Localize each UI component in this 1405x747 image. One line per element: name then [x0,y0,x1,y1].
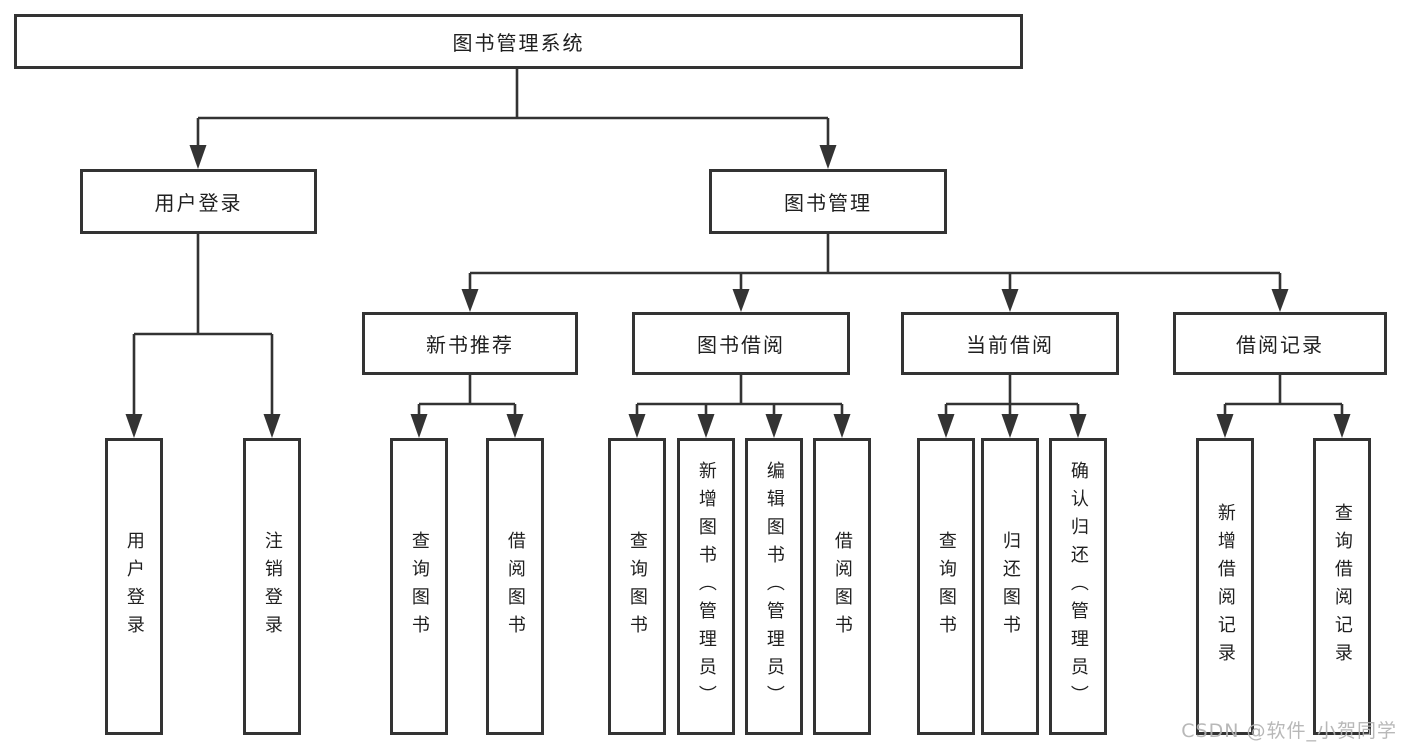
leaf-recommend-borrow-books: 借阅图书 [486,438,544,735]
arrowhead-icon [189,145,207,169]
node-label: 查询借阅记录 [1331,502,1353,671]
csdn-watermark: CSDN @软件_小贺同学 [1181,720,1397,742]
arrowhead-icon [1001,414,1019,438]
node-label: 用户登录 [154,191,243,215]
arrowhead-icon [819,145,837,169]
node-label: 归还图书 [999,530,1021,643]
node-label: 查询图书 [626,530,648,643]
arrowhead-icon [628,414,646,438]
arrowhead-icon [732,289,750,312]
leaf-borrow-books: 借阅图书 [813,438,871,735]
leaf-user-login: 用户登录 [105,438,163,735]
arrowhead-icon [833,414,851,438]
arrowhead-icon [506,414,524,438]
arrowhead-icon [1333,414,1351,438]
node-label: 编辑图书（管理员） [763,460,785,713]
node-label: 借阅记录 [1236,333,1324,357]
connector-book-mgmt-to-level3 [461,234,1289,312]
leaf-borrow-query-books: 查询图书 [608,438,666,735]
node-new-book-recommend: 新书推荐 [362,312,578,375]
arrowhead-icon [263,414,281,438]
node-label: 新增借阅记录 [1214,502,1236,671]
node-label: 确认归还（管理员） [1067,460,1089,713]
arrowhead-icon [697,414,715,438]
connector-root-to-level2 [189,69,837,169]
node-current-borrow: 当前借阅 [901,312,1119,375]
arrowhead-icon [1271,289,1289,312]
leaf-recommend-query-books: 查询图书 [390,438,448,735]
leaf-edit-books-admin: 编辑图书（管理员） [745,438,803,735]
leaf-logout: 注销登录 [243,438,301,735]
arrowhead-icon [1069,414,1087,438]
node-label: 借阅图书 [831,530,853,643]
connector-current-borrow-to-leaves [937,375,1087,438]
node-label: 用户登录 [123,530,145,643]
leaf-add-borrow-record: 新增借阅记录 [1196,438,1254,735]
node-label: 查询图书 [408,530,430,643]
node-label: 新增图书（管理员） [695,460,717,713]
node-label: 图书管理系统 [452,31,585,55]
arrowhead-icon [410,414,428,438]
node-label: 借阅图书 [504,530,526,643]
connector-book-borrow-to-leaves [628,375,851,438]
leaf-current-query-books: 查询图书 [917,438,975,735]
node-user-login: 用户登录 [80,169,317,234]
node-label: 图书借阅 [697,333,785,357]
arrowhead-icon [461,289,479,312]
arrowhead-icon [1001,289,1019,312]
node-book-management: 图书管理 [709,169,947,234]
arrowhead-icon [125,414,143,438]
node-library-system: 图书管理系统 [14,14,1023,69]
arrowhead-icon [765,414,783,438]
arrowhead-icon [1216,414,1234,438]
node-label: 图书管理 [784,191,872,215]
connector-recommend-to-leaves [410,375,524,438]
node-label: 新书推荐 [426,333,514,357]
node-label: 当前借阅 [966,333,1054,357]
node-label: 注销登录 [261,530,283,643]
connector-user-login-to-leaves [125,234,281,438]
connector-records-to-leaves [1216,375,1351,438]
node-borrow-records: 借阅记录 [1173,312,1387,375]
leaf-return-books: 归还图书 [981,438,1039,735]
leaf-query-borrow-record: 查询借阅记录 [1313,438,1371,735]
leaf-add-books-admin: 新增图书（管理员） [677,438,735,735]
node-book-borrow: 图书借阅 [632,312,850,375]
node-label: 查询图书 [935,530,957,643]
leaf-confirm-return-admin: 确认归还（管理员） [1049,438,1107,735]
arrowhead-icon [937,414,955,438]
